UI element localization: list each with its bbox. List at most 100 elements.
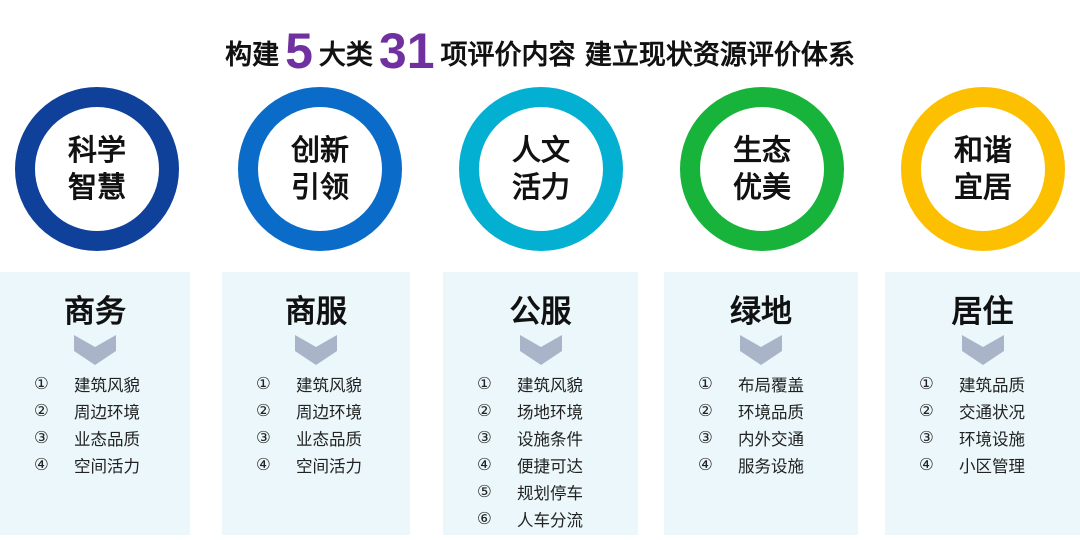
criteria-list: ① 建筑风貌 ② 场地环境 ③ 设施条件 ④ 便捷可达 ⑤ 规划停车 ⑥ 人车分流: [477, 370, 583, 532]
item-number: ①: [256, 374, 271, 393]
category-title: 公服: [509, 294, 572, 330]
list-item: ⑤ 规划停车: [477, 478, 583, 505]
item-text: 人车分流: [517, 510, 583, 530]
item-text: 小区管理: [959, 456, 1025, 476]
list-item: ④ 服务设施: [698, 451, 804, 478]
list-item: ② 交通状况: [919, 397, 1025, 424]
item-text: 设施条件: [517, 429, 583, 449]
pillar-circle: 创新引领: [238, 87, 402, 251]
item-number: ⑥: [477, 509, 492, 528]
title-mid: 大类: [318, 40, 373, 71]
pillar-label-line1: 生态: [732, 133, 791, 167]
item-text: 周边环境: [296, 402, 362, 422]
category-title: 绿地: [730, 294, 792, 330]
item-number: ④: [477, 455, 492, 474]
item-number: ①: [34, 374, 49, 393]
list-item: ③ 设施条件: [477, 424, 583, 451]
chevron-down-icon: [740, 335, 782, 365]
list-item: ④ 空间活力: [256, 451, 362, 478]
category-title: 商服: [285, 294, 347, 330]
item-text: 空间活力: [296, 456, 362, 476]
list-item: ③ 内外交通: [698, 424, 804, 451]
category-title: 商务: [64, 294, 126, 330]
list-item: ③ 业态品质: [34, 424, 140, 451]
item-text: 布局覆盖: [738, 375, 804, 395]
pillar-label-line2: 智慧: [67, 170, 126, 204]
item-number: ④: [256, 455, 271, 474]
category-panel: 绿地 ① 布局覆盖 ② 环境品质 ③ 内外交通 ④ 服务设施: [664, 272, 858, 535]
item-number: ④: [698, 455, 713, 474]
item-number: ③: [256, 428, 271, 447]
item-text: 建筑风貌: [296, 375, 362, 395]
pillar-circle: 人文活力: [459, 87, 623, 251]
pillar-label-line1: 人文: [511, 133, 570, 167]
pillar-label-line1: 科学: [67, 133, 126, 167]
item-number: ①: [698, 374, 713, 393]
item-number: ②: [698, 401, 713, 420]
list-item: ① 建筑风貌: [256, 370, 362, 397]
item-text: 交通状况: [959, 402, 1025, 422]
list-item: ① 建筑品质: [919, 370, 1025, 397]
item-text: 业态品质: [74, 429, 140, 449]
chevron-down-icon: [961, 335, 1004, 365]
pillar-label-line1: 创新: [290, 133, 349, 167]
category-title: 居住: [951, 294, 1014, 330]
item-number: ③: [919, 428, 934, 447]
item-text: 规划停车: [517, 483, 583, 503]
item-text: 内外交通: [738, 429, 804, 449]
item-number: ③: [34, 428, 49, 447]
item-text: 场地环境: [517, 402, 583, 422]
list-item: ⑥ 人车分流: [477, 505, 583, 532]
item-number: ②: [34, 401, 49, 420]
item-number: ②: [256, 401, 271, 420]
chevron-down-icon: [74, 335, 116, 365]
item-number: ④: [34, 455, 49, 474]
item-number: ⑤: [477, 482, 492, 501]
pillar-label-line2: 优美: [732, 170, 791, 204]
pillar-label-line2: 活力: [511, 170, 570, 204]
category-panel: 公服 ① 建筑风貌 ② 场地环境 ③ 设施条件 ④ 便捷可达 ⑤ 规划停车 ⑥ 人车分流: [443, 272, 638, 535]
item-number: ②: [919, 401, 934, 420]
title-number-items: 31: [378, 23, 435, 79]
title-prefix: 构建: [225, 40, 280, 71]
item-text: 建筑风貌: [517, 375, 583, 395]
item-number: ①: [919, 374, 934, 393]
pillar-circle: 和谐宜居: [901, 87, 1065, 251]
item-number: ④: [919, 455, 934, 474]
list-item: ④ 便捷可达: [477, 451, 583, 478]
title-suffix: 项评价内容 建立现状资源评价体系: [440, 40, 855, 71]
criteria-list: ① 布局覆盖 ② 环境品质 ③ 内外交通 ④ 服务设施: [698, 370, 804, 478]
item-text: 环境品质: [738, 402, 804, 422]
list-item: ① 建筑风貌: [477, 370, 583, 397]
pillar-label-line2: 宜居: [953, 170, 1012, 204]
title-number-categories: 5: [285, 23, 313, 79]
list-item: ② 周边环境: [34, 397, 140, 424]
item-number: ①: [477, 374, 492, 393]
list-item: ① 布局覆盖: [698, 370, 804, 397]
pillar-circle: 生态优美: [680, 87, 844, 251]
item-text: 周边环境: [74, 402, 140, 422]
item-text: 业态品质: [296, 429, 362, 449]
chevron-down-icon: [295, 335, 337, 365]
chevron-down-icon: [519, 335, 562, 365]
list-item: ② 场地环境: [477, 397, 583, 424]
item-number: ②: [477, 401, 492, 420]
category-panel: 商服 ① 建筑风貌 ② 周边环境 ③ 业态品质 ④ 空间活力: [222, 272, 410, 535]
list-item: ③ 业态品质: [256, 424, 362, 451]
item-number: ③: [698, 428, 713, 447]
item-number: ③: [477, 428, 492, 447]
list-item: ④ 小区管理: [919, 451, 1025, 478]
pillar-label-line1: 和谐: [953, 133, 1012, 167]
item-text: 便捷可达: [517, 456, 583, 476]
item-text: 建筑品质: [959, 375, 1025, 395]
criteria-list: ① 建筑风貌 ② 周边环境 ③ 业态品质 ④ 空间活力: [256, 370, 362, 478]
item-text: 服务设施: [738, 456, 804, 476]
